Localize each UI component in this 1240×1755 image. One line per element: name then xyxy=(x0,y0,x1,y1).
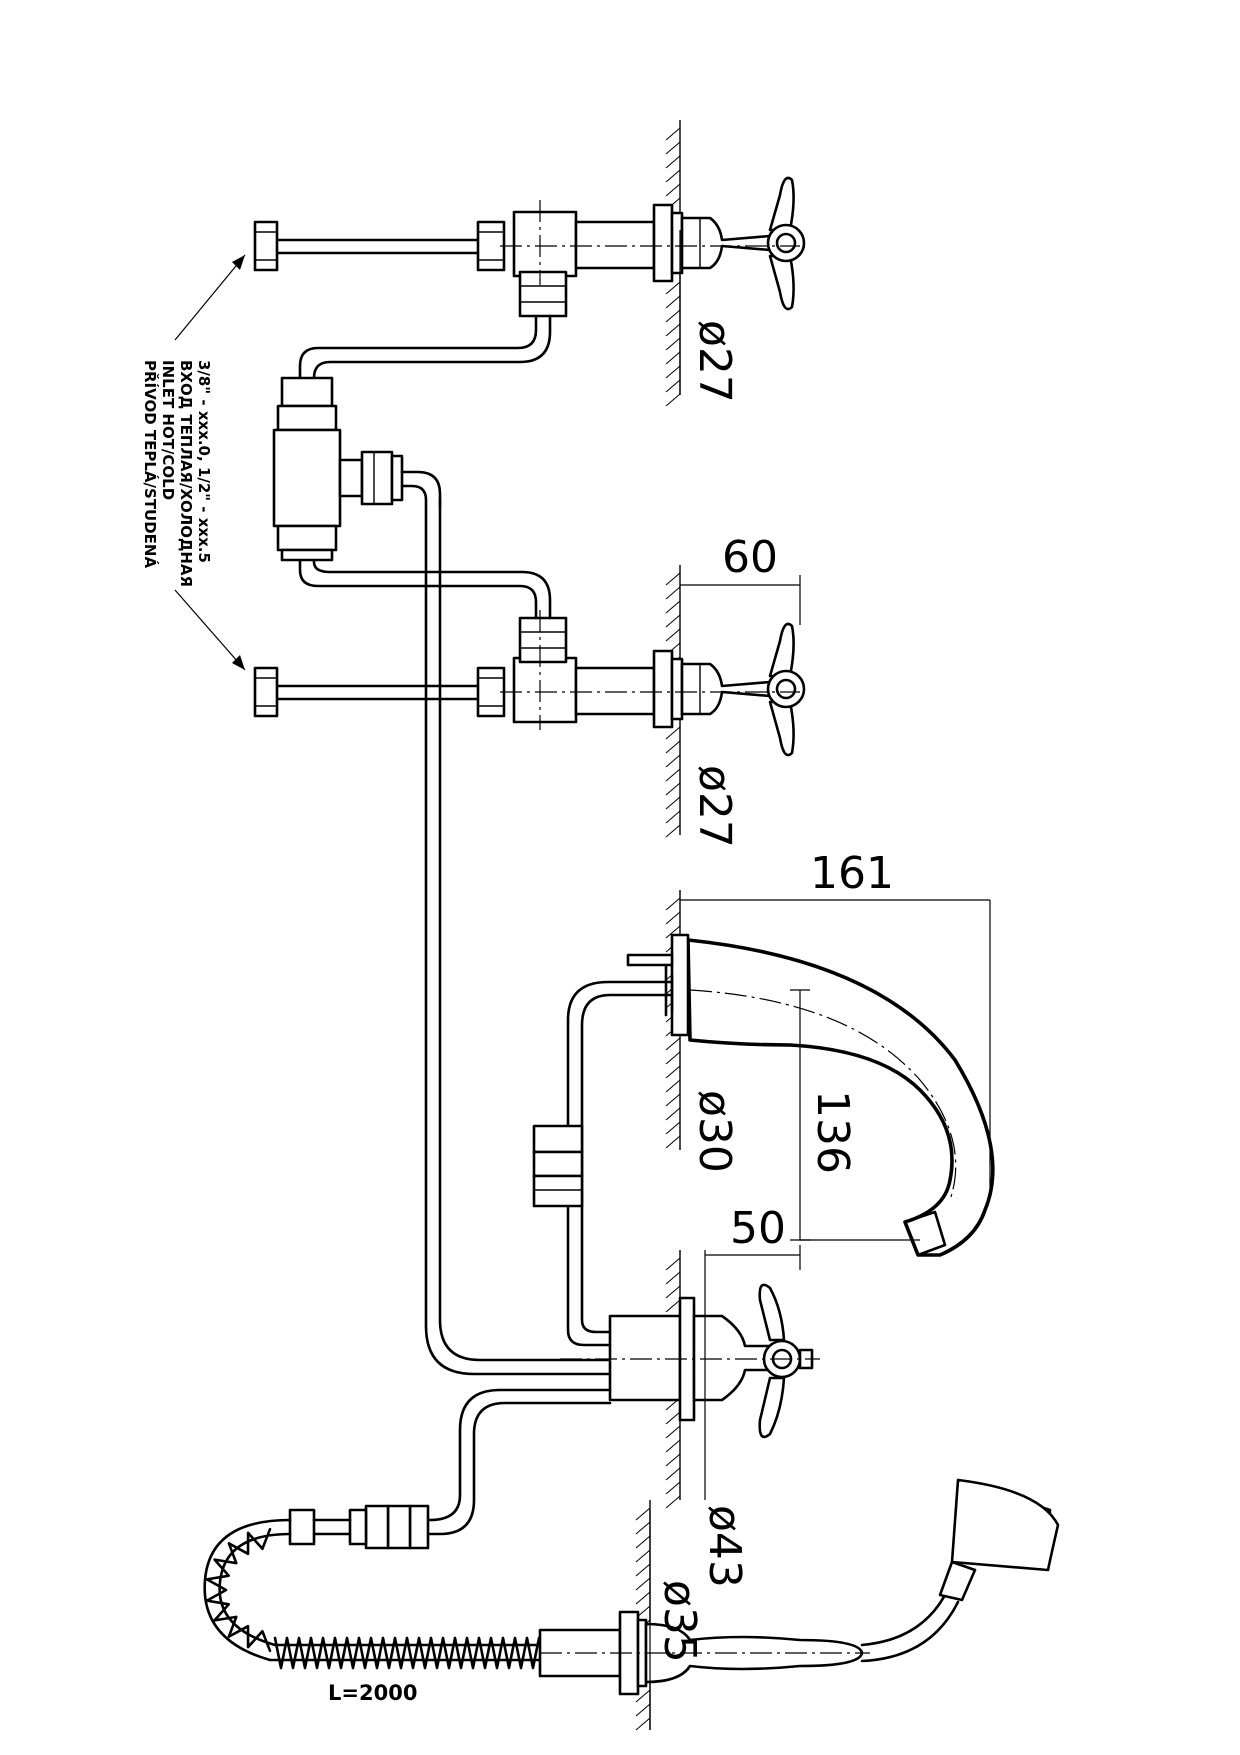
connecting-pipes xyxy=(272,314,612,1376)
wall-hatch-line xyxy=(665,1495,681,1509)
wall-hatch-line xyxy=(665,1467,681,1481)
dimension-labels: ø27 ø27 60 161 ø30 136 50 ø43 ø35 xyxy=(654,320,894,1663)
wall-hatch-line xyxy=(665,796,681,810)
wall-hatch-line xyxy=(665,1135,681,1149)
wall-hatch-line xyxy=(665,600,681,614)
wall-hatch-line xyxy=(665,754,681,768)
wall-hatch-line xyxy=(665,726,681,740)
wall-hatch-line xyxy=(665,379,681,393)
wall-hatch-line xyxy=(635,1591,651,1605)
wall-sections xyxy=(635,120,681,1731)
wall-hatch-line xyxy=(665,1425,681,1439)
wall-hatch-line xyxy=(665,1411,681,1425)
wall-hatch-line xyxy=(665,1107,681,1121)
dim-d35: ø35 xyxy=(654,1580,705,1663)
wall-hatch-line xyxy=(665,169,681,183)
dim-136: 136 xyxy=(807,1090,858,1174)
wall-hatch-line xyxy=(635,1535,651,1549)
inlet-note-line2: INLET HOT/COLD xyxy=(159,360,177,500)
wall-hatch-line xyxy=(665,925,681,939)
wall-hatch-line xyxy=(665,897,681,911)
valve-middle xyxy=(253,610,806,757)
wall-hatch-line xyxy=(665,127,681,141)
dim-161: 161 xyxy=(810,848,894,899)
hose-coil xyxy=(273,1636,541,1670)
wall-hatch-line xyxy=(665,309,681,323)
wall-hatch-line xyxy=(665,183,681,197)
spout xyxy=(532,933,995,1347)
dim-d30: ø30 xyxy=(689,1090,740,1173)
wall-hatch-line xyxy=(665,1285,681,1299)
wall-hatch-line xyxy=(665,1079,681,1093)
dim-d27-middle: ø27 xyxy=(689,765,740,848)
dim-d43: ø43 xyxy=(699,1505,750,1588)
wall-hatch-line xyxy=(665,295,681,309)
wall-hatch-line xyxy=(665,281,681,295)
inlet-note-line1: PŘÍVOD TEPLÁ/STUDENÁ xyxy=(141,360,160,568)
wall-hatch-line xyxy=(665,586,681,600)
wall-hatch-line xyxy=(665,1453,681,1467)
wall-hatch-line xyxy=(635,1689,651,1703)
dimension-lines xyxy=(174,230,991,1730)
wall-hatch-line xyxy=(665,782,681,796)
wall-hatch-line xyxy=(665,1051,681,1065)
wall-hatch-line xyxy=(665,614,681,628)
wall-hatch-line xyxy=(635,1563,651,1577)
hose-coil-bend xyxy=(205,1527,272,1653)
wall-hatch-line xyxy=(665,740,681,754)
inlet-note-line4: 3/8" - xxx.0, 1/2" - xxx.5 xyxy=(195,360,213,563)
wall-hatch-line xyxy=(665,572,681,586)
wall-hatch-line xyxy=(665,155,681,169)
wall-hatch-line xyxy=(635,1521,651,1535)
wall-hatch-line xyxy=(665,1439,681,1453)
wall-hatch-line xyxy=(665,351,681,365)
wall-hatch-line xyxy=(635,1549,651,1563)
inlet-note-line3: ВХОД ТЕПЛАЯ/ХОЛОДНАЯ xyxy=(177,360,195,587)
wall-hatch-line xyxy=(665,323,681,337)
wall-hatch-line xyxy=(665,1037,681,1051)
wall-hatch-line xyxy=(665,1093,681,1107)
inlet-note: PŘÍVOD TEPLÁ/STUDENÁ INLET HOT/COLD ВХОД… xyxy=(141,360,213,587)
wall-hatch-line xyxy=(665,628,681,642)
wall-hatch-line xyxy=(635,1703,651,1717)
wall-hatch-line xyxy=(665,810,681,824)
wall-hatch-line xyxy=(665,1065,681,1079)
wall-hatch-line xyxy=(665,1299,681,1313)
dim-50: 50 xyxy=(730,1203,786,1254)
wall-hatch-line xyxy=(665,1121,681,1135)
wall-hatch-line xyxy=(665,911,681,925)
wall-hatch-line xyxy=(665,337,681,351)
wall-hatch-line xyxy=(665,1481,681,1495)
wall-hatch-line xyxy=(665,824,681,838)
wall-hatch-line xyxy=(665,141,681,155)
wall-hatch-line xyxy=(635,1717,651,1731)
wall-hatch-line xyxy=(665,768,681,782)
diverter-valve xyxy=(288,1283,820,1550)
dim-d27-top: ø27 xyxy=(689,320,740,403)
wall-hatch-line xyxy=(635,1507,651,1521)
wall-hatch-line xyxy=(635,1577,651,1591)
valve-top xyxy=(253,176,806,318)
wall-hatch-line xyxy=(665,1257,681,1271)
hand-shower xyxy=(203,1478,1060,1696)
wall-hatch-line xyxy=(665,393,681,407)
dim-60: 60 xyxy=(722,532,778,583)
wall-hatch-line xyxy=(665,365,681,379)
wall-hatch-line xyxy=(665,1271,681,1285)
hose-length-label: L=2000 xyxy=(328,1681,417,1705)
